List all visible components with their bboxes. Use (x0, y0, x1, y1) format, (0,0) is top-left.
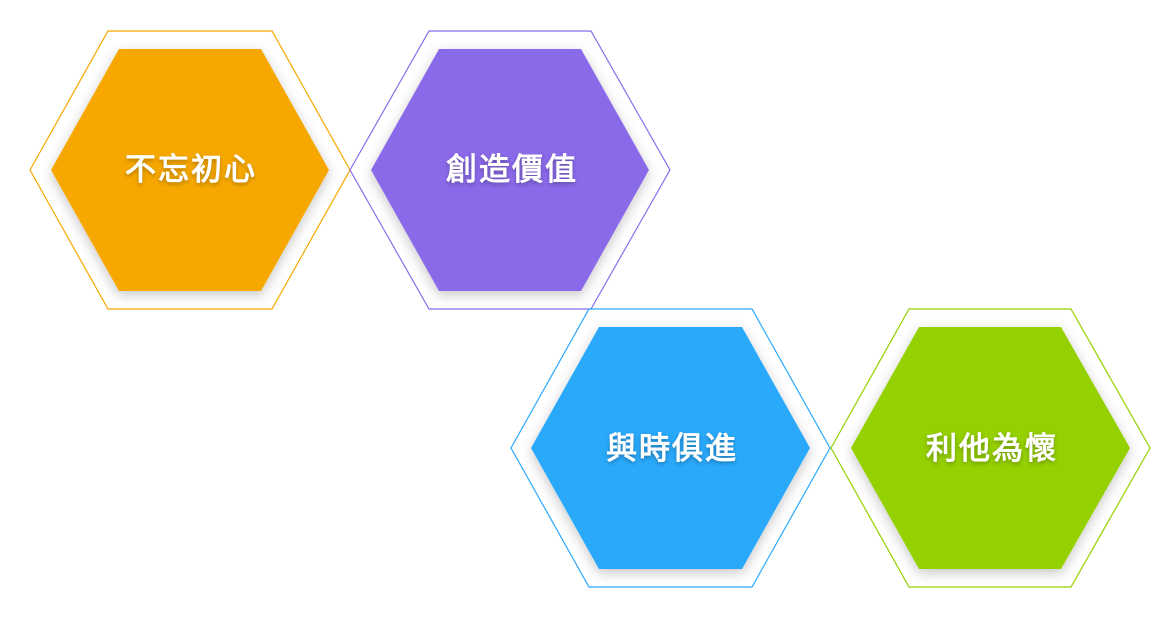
hexagon-label-altruism: 利他為懷 (926, 431, 1058, 467)
hexagon-fill (531, 327, 810, 569)
hexagon-fill (851, 327, 1130, 569)
hexagon-outline (349, 30, 671, 310)
hexagon-label-create-value: 創造價值 (446, 152, 578, 188)
hexagon-outline (510, 308, 831, 588)
hexagon-group-2 (510, 308, 831, 588)
hexagon-group-3 (830, 308, 1151, 588)
hexagon-label-never-forget-original-intention: 不忘初心 (125, 152, 257, 188)
hexagon-group-1 (349, 30, 671, 310)
hexagon-outline (830, 308, 1151, 588)
hexagon-fill (371, 49, 649, 291)
hexagon-fill (51, 49, 329, 291)
hexagon-label-keep-pace-with-times: 與時俱進 (606, 431, 738, 467)
